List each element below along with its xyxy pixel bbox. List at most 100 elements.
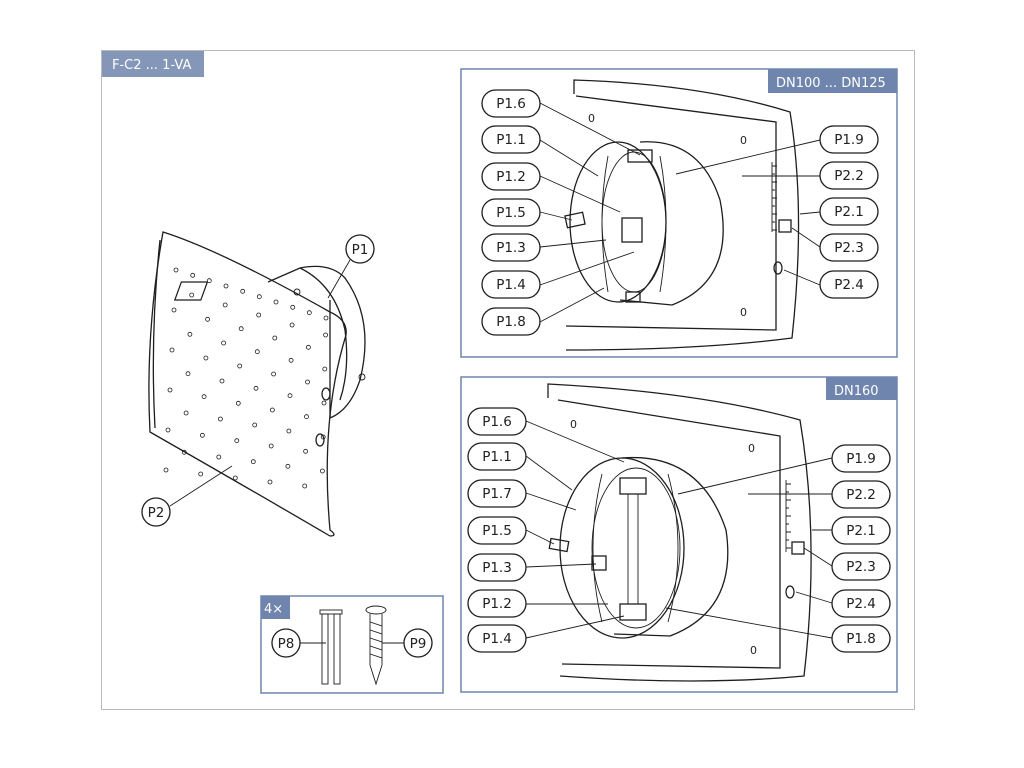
top-callout-p1-3: P1.3 (481, 233, 541, 262)
top-valve-spring-shape (621, 217, 643, 243)
top-slider-shape (778, 219, 792, 233)
grille-knob-upper-shape (321, 387, 331, 401)
panel-top: DN100 ... DN125 0 0 0 (460, 68, 898, 358)
bottom-callout-p1-3-label: P1.3 (482, 560, 512, 576)
top-callout-p2-3-label: P2.3 (834, 240, 864, 256)
grille-hole (221, 340, 227, 346)
grille-hole (319, 468, 325, 474)
p2-leader (169, 465, 233, 507)
grille-hole (240, 288, 246, 294)
bottom-slider-shape (791, 541, 805, 555)
grille-hole (171, 307, 177, 313)
bottom-valve-latch-shape (591, 555, 607, 571)
top-callout-p1-4: P1.4 (481, 270, 541, 299)
grille-hole (203, 355, 209, 361)
grille-hole (256, 312, 262, 318)
top-callout-p2-4-label: P2.4 (834, 277, 864, 293)
bottom-callout-p2-4: P2.4 (831, 589, 891, 618)
callout-p8: P8 (271, 628, 301, 658)
top-callout-p1-8-label: P1.8 (496, 314, 526, 330)
bottom-callout-p2-3-label: P2.3 (846, 559, 876, 575)
svg-text:0: 0 (748, 442, 755, 455)
callout-p9-label: P9 (410, 636, 427, 652)
grille-hole (304, 414, 309, 420)
bottom-callout-p2-2-label: P2.2 (846, 487, 876, 503)
bottom-callout-p2-1-label: P2.1 (846, 523, 876, 539)
kit-quantity: 4× (264, 602, 283, 617)
bottom-spring-bottom-shape (619, 603, 647, 621)
top-callout-p1-6: P1.6 (481, 89, 541, 118)
top-valve-tab-shape (627, 149, 653, 163)
bottom-plate-shape (557, 399, 781, 669)
top-callout-p1-1: P1.1 (481, 125, 541, 154)
bottom-valve-ring-shape (559, 457, 685, 639)
grille-hole (198, 471, 204, 477)
grille-hole (286, 428, 292, 434)
callout-p9: P9 (403, 628, 433, 658)
callout-p2-label: P2 (148, 505, 165, 521)
bottom-valve-blades-shape (592, 473, 679, 623)
top-callout-p1-2: P1.2 (481, 162, 541, 191)
grille-hole (222, 302, 228, 308)
grille-hole (250, 459, 256, 465)
grille-hole (169, 347, 175, 353)
overview-illustration: P1 P2 (141, 231, 375, 537)
grille-hole (305, 379, 310, 385)
bottom-callout-p1-5: P1.5 (467, 516, 527, 545)
grille-hole (238, 326, 244, 332)
top-callout-p2-2: P2.2 (819, 161, 879, 190)
grille-hole (322, 366, 328, 372)
grille-hole (254, 349, 260, 355)
grille-hole (267, 479, 273, 485)
bottom-valve-inner-shape (591, 467, 681, 629)
grille-hole-pattern (163, 267, 329, 489)
top-valve-blades-shape (601, 155, 667, 293)
grille-hole (181, 449, 187, 455)
bottom-callout-p1-9: P1.9 (831, 444, 891, 473)
top-callout-p2-2-label: P2.2 (834, 168, 864, 184)
grille-hole (217, 416, 223, 422)
grille-hole (190, 272, 196, 278)
screw-shape (365, 605, 387, 686)
grille-hole (289, 322, 295, 328)
grille-hole (273, 299, 279, 305)
grille-hole (173, 267, 179, 273)
grille-hole (269, 407, 275, 413)
grille-hole (219, 378, 225, 384)
top-callout-p1-5-label: P1.5 (496, 205, 526, 221)
bottom-callout-p1-2: P1.2 (467, 589, 527, 618)
grille-hole (189, 292, 195, 298)
callout-p1: P1 (345, 234, 375, 264)
bottom-callout-p2-3: P2.3 (831, 552, 891, 581)
bottom-valve-cylinder-shape (613, 456, 729, 637)
grille-hole (165, 427, 171, 433)
grille-hole (285, 463, 291, 469)
main-tag-label: F-C2 ... 1-VA (112, 58, 191, 73)
grille-plate-shape (148, 231, 347, 537)
grille-hole (290, 304, 296, 310)
grille-hole (323, 315, 329, 321)
bottom-knob-shape (785, 585, 795, 599)
grille-hole (199, 432, 205, 438)
valve-edge-shape (299, 267, 348, 401)
grille-hole (183, 410, 189, 416)
grille-hole (321, 400, 327, 406)
top-callout-p1-1-label: P1.1 (496, 132, 526, 148)
callout-p1-label: P1 (352, 242, 369, 258)
grille-hole (306, 310, 312, 316)
panel-bottom: DN160 0 0 0 (460, 376, 898, 693)
grille-hole (303, 448, 309, 454)
grille-hole (205, 316, 211, 322)
bottom-callout-p1-7: P1.7 (467, 479, 527, 508)
top-knob-shape (773, 261, 783, 275)
panel-top-tag: DN100 ... DN125 (776, 76, 886, 91)
top-callout-p2-1: P2.1 (819, 197, 879, 226)
bottom-callout-p1-1-label: P1.1 (482, 449, 512, 465)
grille-hole (323, 332, 329, 338)
top-plate-shape (565, 95, 777, 331)
grille-edge-shape (152, 239, 161, 429)
top-scale-ticks (771, 162, 777, 232)
drawing-frame (101, 50, 915, 710)
p1-leader (327, 259, 351, 299)
bottom-backplate-shape (547, 383, 812, 682)
